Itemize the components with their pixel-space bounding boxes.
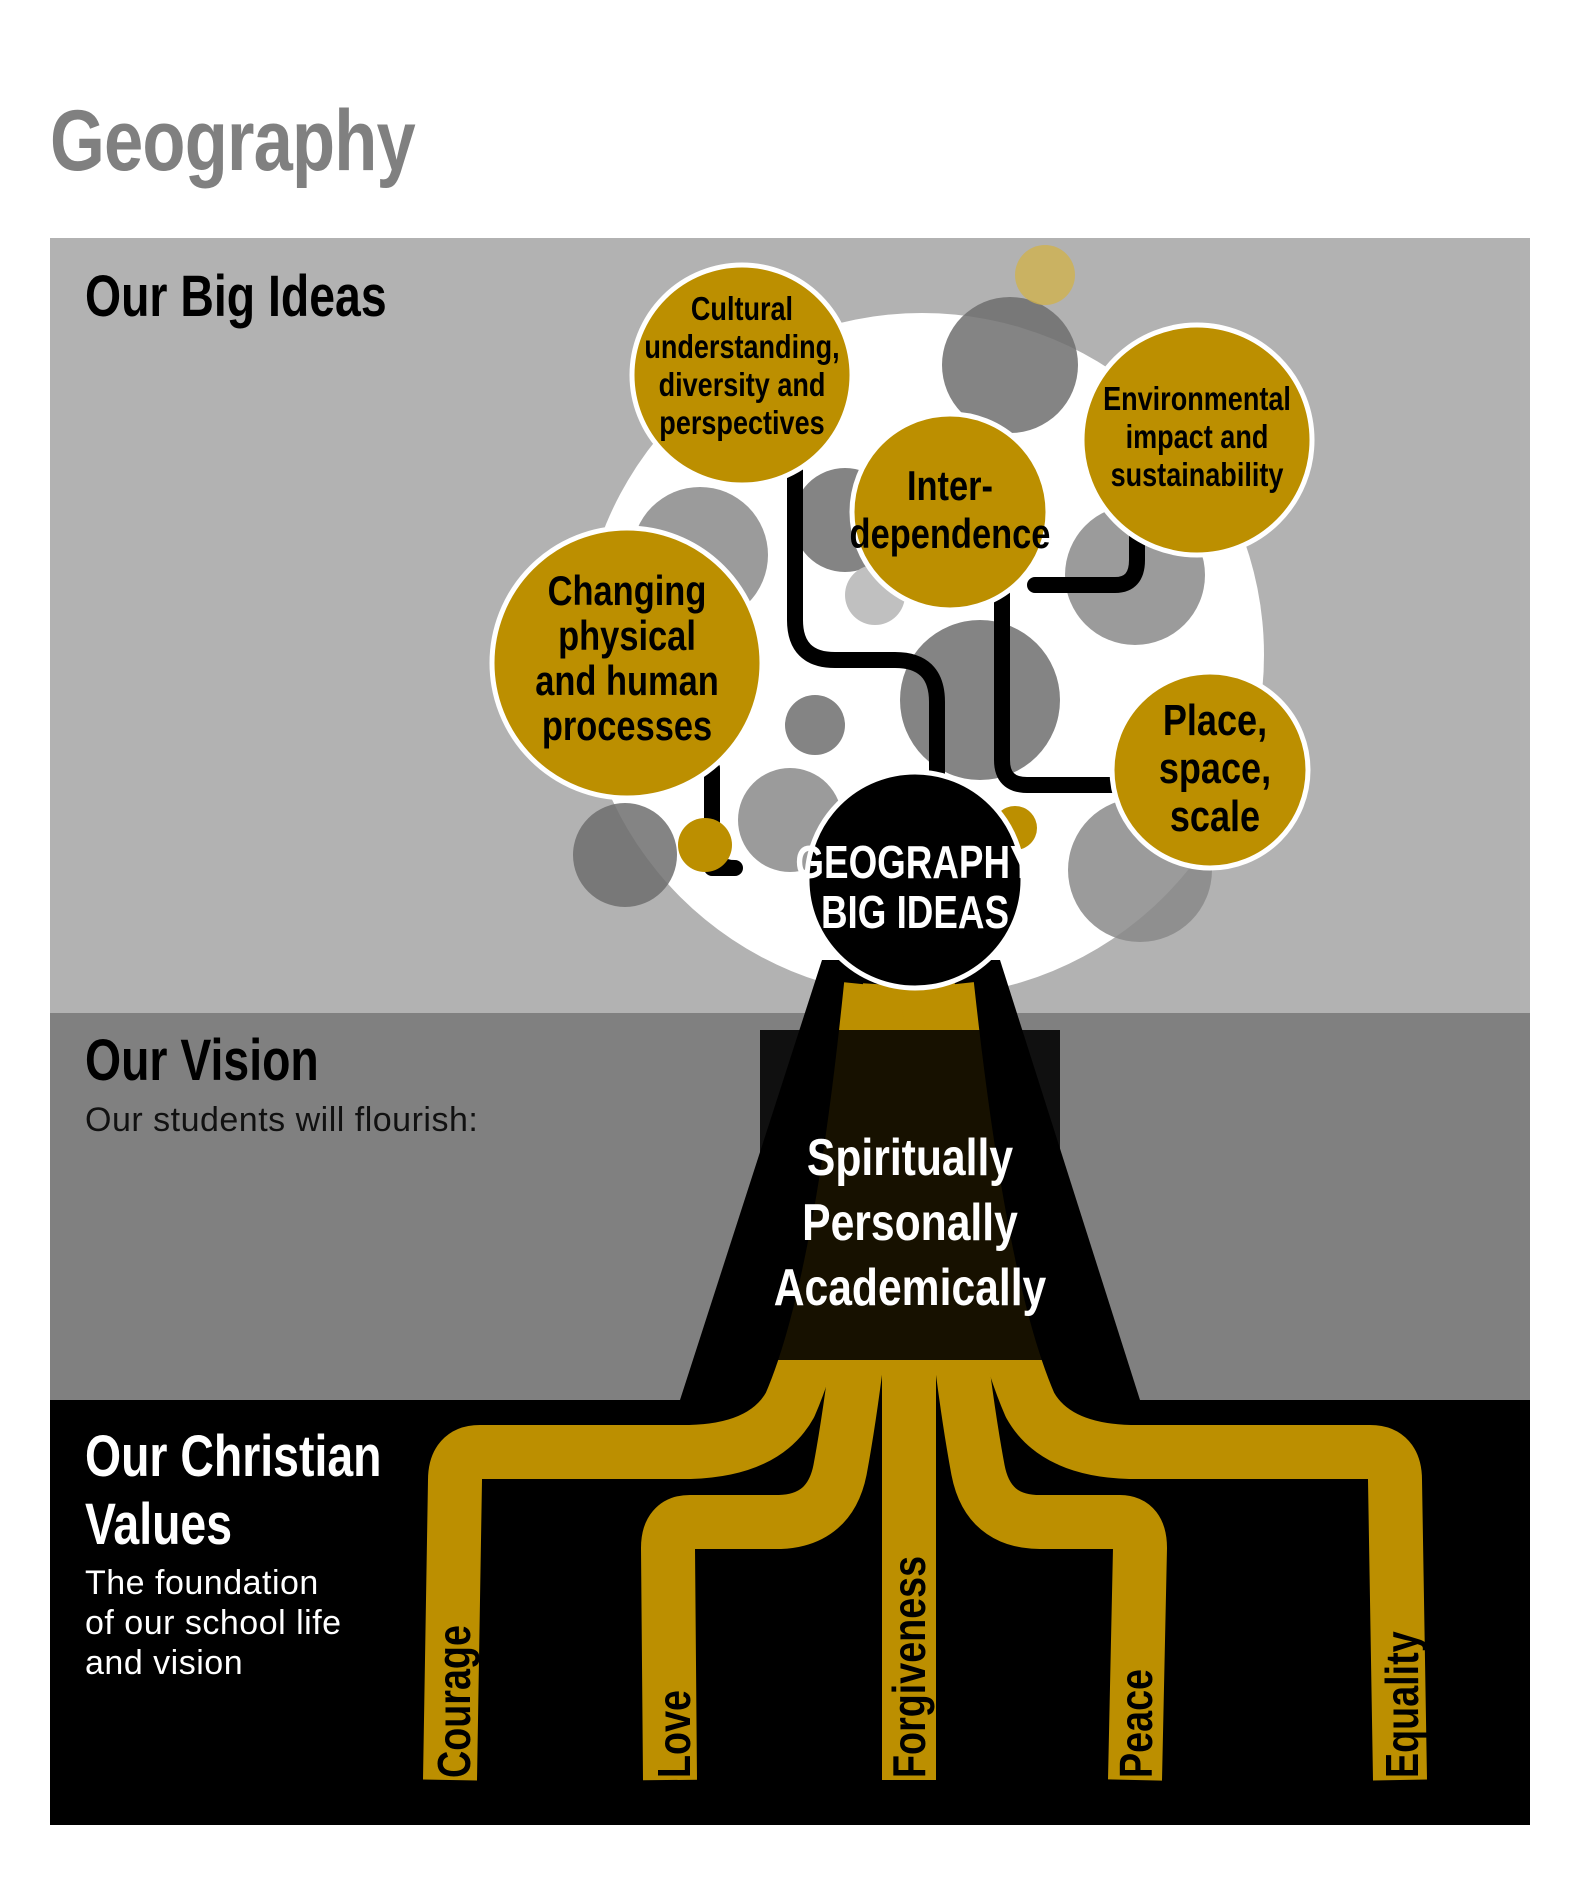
svg-text:sustainability: sustainability — [1111, 458, 1284, 494]
trunk-fade — [760, 1030, 1060, 1360]
svg-text:perspectives: perspectives — [659, 406, 824, 442]
idea-bubble-place: Place, space, scale — [1109, 669, 1311, 871]
branch-knot-left — [678, 818, 732, 872]
value-label-love: Love — [648, 1690, 699, 1778]
svg-text:and human: and human — [535, 658, 719, 705]
center-hub: GEOGRAPHY BIG IDEAS — [795, 769, 1035, 991]
value-label-courage: Courage — [428, 1625, 479, 1778]
svg-text:space,: space, — [1159, 744, 1271, 793]
vision-word-academically: Academically — [774, 1259, 1047, 1317]
big-ideas-heading: Our Big Ideas — [85, 264, 387, 329]
svg-text:dependence: dependence — [850, 511, 1051, 558]
vision-word-personally: Personally — [802, 1194, 1018, 1252]
page-title: Geography — [50, 93, 416, 189]
vision-heading: Our Vision — [85, 1028, 319, 1093]
svg-text:Cultural: Cultural — [691, 292, 793, 328]
svg-text:Environmental: Environmental — [1103, 382, 1291, 418]
idea-bubble-environmental: Environmental impact and sustainability — [1079, 322, 1315, 558]
values-heading-line1: Our Christian — [85, 1424, 382, 1489]
svg-text:BIG IDEAS: BIG IDEAS — [821, 886, 1009, 938]
svg-text:GEOGRAPHY: GEOGRAPHY — [795, 836, 1034, 888]
svg-text:scale: scale — [1170, 792, 1260, 841]
values-subtitle: The foundation of our school life and vi… — [85, 1563, 425, 1683]
value-label-forgiveness: Forgiveness — [883, 1556, 934, 1778]
svg-text:Inter-: Inter- — [907, 463, 993, 510]
svg-text:diversity and: diversity and — [659, 368, 826, 404]
idea-bubble-cultural: Cultural understanding, diversity and pe… — [629, 262, 855, 488]
idea-bubble-changing: Changing physical and human processes — [489, 525, 765, 801]
values-subtitle-line: of our school life — [85, 1604, 342, 1642]
values-subtitle-line: and vision — [85, 1644, 244, 1682]
vision-subtitle: Our students will flourish: — [85, 1101, 479, 1139]
svg-text:impact and: impact and — [1126, 420, 1269, 456]
svg-text:physical: physical — [558, 613, 696, 660]
value-label-equality: Equality — [1376, 1631, 1427, 1778]
svg-text:understanding,: understanding, — [644, 330, 839, 366]
value-label-peace: Peace — [1110, 1669, 1161, 1778]
values-subtitle-line: The foundation — [85, 1564, 319, 1602]
values-heading-line2: Values — [85, 1492, 233, 1557]
vision-word-spiritually: Spiritually — [807, 1129, 1014, 1187]
svg-text:Place,: Place, — [1163, 696, 1267, 745]
svg-text:Changing: Changing — [548, 568, 707, 615]
idea-bubble-interdependence: Inter- dependence — [849, 411, 1051, 613]
svg-text:processes: processes — [542, 703, 712, 750]
